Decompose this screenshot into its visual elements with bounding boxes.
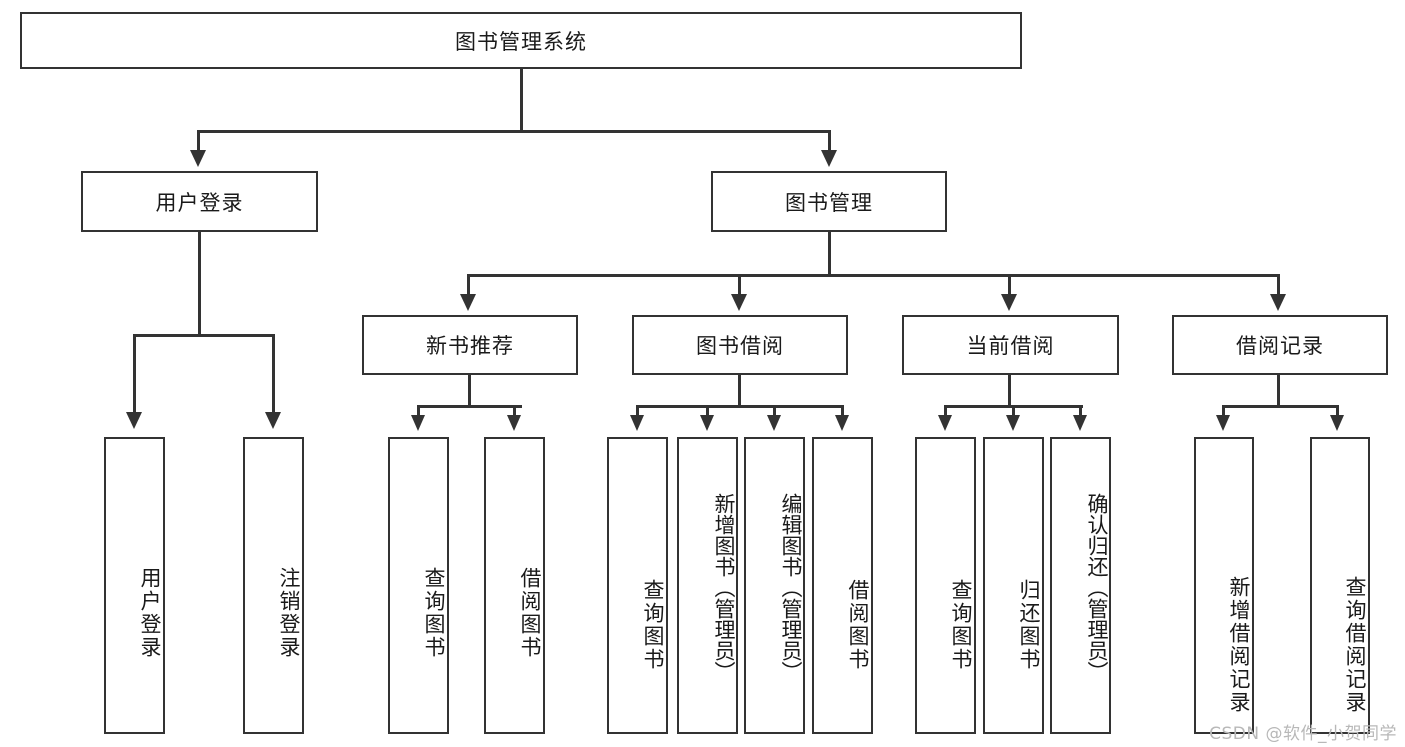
- node-leaf-query-record[interactable]: 查询借阅记录: [1310, 437, 1370, 734]
- node-root-system[interactable]: 图书管理系统: [20, 12, 1022, 69]
- node-label: 查询图书: [641, 578, 665, 671]
- node-leaf-logout[interactable]: 注销登录: [243, 437, 304, 734]
- node-leaf-confirm-return[interactable]: 确认归还（管理员）: [1050, 437, 1111, 734]
- connector-bm-to-current-borrow: [1008, 274, 1011, 299]
- node-label: 查询借阅记录: [1343, 575, 1367, 714]
- node-label: 图书管理: [785, 190, 873, 215]
- node-label: 借阅图书: [846, 578, 870, 671]
- node-leaf-add-book[interactable]: 新增图书（管理员）: [677, 437, 738, 734]
- node-label: 归还图书: [1017, 578, 1041, 671]
- arrowhead-leaf-borrow-book-2: [835, 415, 849, 431]
- node-label: 查询图书: [949, 578, 973, 671]
- node-label: 编辑图书（管理员）: [779, 493, 803, 682]
- connector-user-login-stem: [198, 232, 201, 336]
- connector-book-borrow-bus: [636, 405, 844, 408]
- connector-root-to-user-login: [197, 130, 200, 155]
- connector-new-book-stem: [468, 375, 471, 407]
- connector-book-borrow-branch-3: [773, 405, 776, 417]
- arrowhead-leaf-user-login: [126, 412, 142, 429]
- node-current-borrow[interactable]: 当前借阅: [902, 315, 1119, 375]
- node-leaf-edit-book[interactable]: 编辑图书（管理员）: [744, 437, 805, 734]
- node-leaf-return-book[interactable]: 归还图书: [983, 437, 1044, 734]
- arrowhead-root-to-book-management: [821, 150, 837, 167]
- connector-book-management-stem: [828, 232, 831, 276]
- node-label: 确认归还（管理员）: [1085, 493, 1109, 682]
- connector-borrow-record-stem: [1277, 375, 1280, 407]
- node-label: 借阅记录: [1236, 334, 1324, 358]
- node-new-book-recommend[interactable]: 新书推荐: [362, 315, 578, 375]
- connector-book-borrow-branch-2: [706, 405, 709, 417]
- node-leaf-add-record[interactable]: 新增借阅记录: [1194, 437, 1254, 734]
- node-label: 新书推荐: [426, 334, 514, 358]
- connector-bm-to-new-book: [467, 274, 470, 299]
- arrowhead-leaf-borrow-book-1: [507, 415, 521, 431]
- connector-book-borrow-stem: [738, 375, 741, 407]
- arrowhead-leaf-return-book: [1006, 415, 1020, 431]
- arrowhead-leaf-query-book-2: [630, 415, 644, 431]
- connector-bm-to-borrow-record: [1277, 274, 1280, 299]
- node-label: 借阅图书: [518, 567, 542, 659]
- arrowhead-current-borrow: [1001, 294, 1017, 311]
- arrowhead-leaf-logout: [265, 412, 281, 429]
- connector-book-management-bus: [467, 274, 1280, 277]
- node-leaf-query-book-1[interactable]: 查询图书: [388, 437, 449, 734]
- node-label: 用户登录: [155, 190, 244, 215]
- connector-new-book-branch-1: [417, 405, 420, 417]
- arrowhead-leaf-query-record: [1330, 415, 1344, 431]
- arrowhead-leaf-edit-book: [767, 415, 781, 431]
- connector-root-bus: [197, 130, 831, 133]
- node-leaf-borrow-book-1[interactable]: 借阅图书: [484, 437, 545, 734]
- connector-book-borrow-branch-4: [841, 405, 844, 417]
- node-user-login[interactable]: 用户登录: [81, 171, 318, 232]
- node-label: 当前借阅: [966, 334, 1055, 358]
- connector-new-book-bus: [417, 405, 522, 408]
- connector-root-to-book-management: [828, 130, 831, 155]
- node-label: 注销登录: [277, 567, 301, 659]
- connector-book-borrow-branch-1: [636, 405, 639, 417]
- node-label: 用户登录: [138, 567, 162, 659]
- node-label: 新增图书（管理员）: [712, 493, 736, 682]
- node-label: 查询图书: [422, 567, 446, 659]
- node-leaf-user-login[interactable]: 用户登录: [104, 437, 165, 734]
- connector-current-borrow-branch-1: [944, 405, 947, 417]
- node-label: 新增借阅记录: [1227, 575, 1251, 714]
- connector-borrow-record-branch-2: [1336, 405, 1339, 417]
- connector-user-login-branch-1: [133, 334, 136, 414]
- node-label: 图书借阅: [696, 334, 784, 358]
- arrowhead-leaf-confirm-return: [1073, 415, 1087, 431]
- arrowhead-book-borrow: [731, 294, 747, 311]
- arrowhead-new-book-recommend: [460, 294, 476, 311]
- arrowhead-leaf-query-book-1: [411, 415, 425, 431]
- csdn-watermark: CSDN @软件_小贺同学: [1209, 724, 1397, 744]
- connector-new-book-branch-2: [513, 405, 516, 417]
- connector-root-stem: [520, 69, 523, 132]
- node-book-management[interactable]: 图书管理: [711, 171, 947, 232]
- connector-user-login-branch-2: [272, 334, 275, 414]
- connector-current-borrow-stem: [1008, 375, 1011, 407]
- arrowhead-leaf-query-book-3: [938, 415, 952, 431]
- connector-borrow-record-bus: [1222, 405, 1338, 408]
- node-borrow-record[interactable]: 借阅记录: [1172, 315, 1388, 375]
- connector-current-borrow-branch-2: [1012, 405, 1015, 417]
- arrowhead-leaf-add-record: [1216, 415, 1230, 431]
- node-leaf-borrow-book-2[interactable]: 借阅图书: [812, 437, 873, 734]
- arrowhead-leaf-add-book: [700, 415, 714, 431]
- node-label: 图书管理系统: [455, 29, 587, 54]
- arrowhead-root-to-user-login: [190, 150, 206, 167]
- connector-user-login-bus: [133, 334, 275, 337]
- node-book-borrow[interactable]: 图书借阅: [632, 315, 848, 375]
- connector-borrow-record-branch-1: [1222, 405, 1225, 417]
- connector-current-borrow-branch-3: [1079, 405, 1082, 417]
- node-leaf-query-book-3[interactable]: 查询图书: [915, 437, 976, 734]
- connector-bm-to-book-borrow: [738, 274, 741, 299]
- node-leaf-query-book-2[interactable]: 查询图书: [607, 437, 668, 734]
- arrowhead-borrow-record: [1270, 294, 1286, 311]
